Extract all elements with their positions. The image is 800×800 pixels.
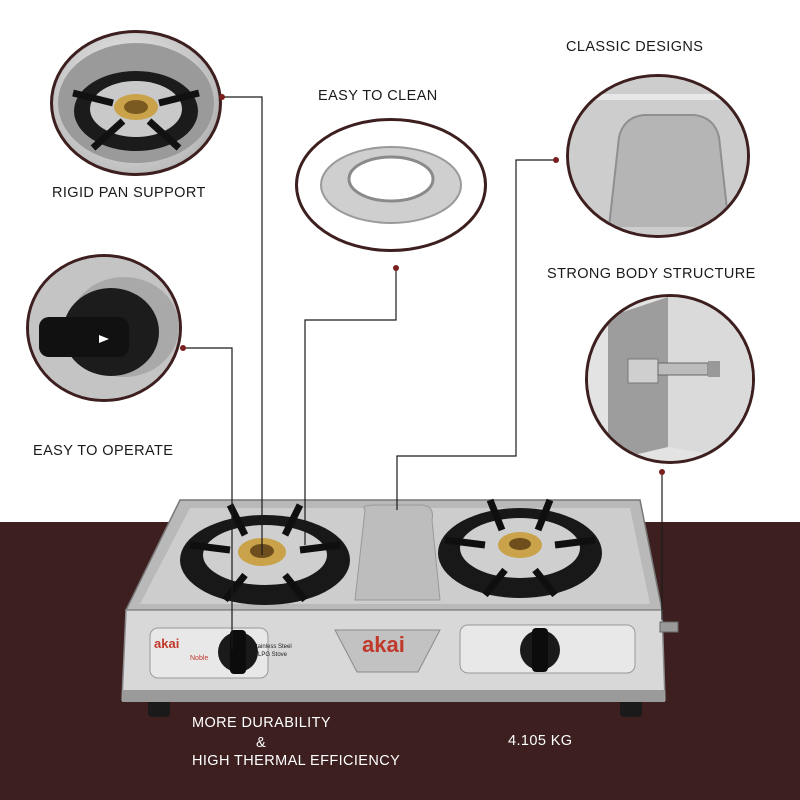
classic-design-closeup [566,74,750,238]
knob-closeup [26,254,182,402]
label-easy-to-operate: EASY TO OPERATE [33,443,174,459]
label-rigid-pan-support: RIGID PAN SUPPORT [52,185,206,201]
label-high-thermal-efficiency: HIGH THERMAL EFFICIENCY [192,753,401,769]
brand-logo-left: akai [154,636,180,651]
panel-text-1: Stainless Steel [252,644,292,650]
label-more-durability: MORE DURABILITY [192,715,331,731]
pan-support-closeup [50,30,222,176]
label-classic-designs: CLASSIC DESIGNS [566,39,704,55]
label-strong-body-structure: STRONG BODY STRUCTURE [547,266,756,282]
panel-text-2: LPG Stove [258,652,288,658]
sub-brand-left: Noble [190,655,209,662]
label-weight: 4.105 KG [508,733,573,749]
label-easy-to-clean: EASY TO CLEAN [318,88,438,104]
label-ampersand: & [256,735,267,751]
brand-logo-center: akai [362,632,405,657]
body-structure-closeup [585,294,755,464]
